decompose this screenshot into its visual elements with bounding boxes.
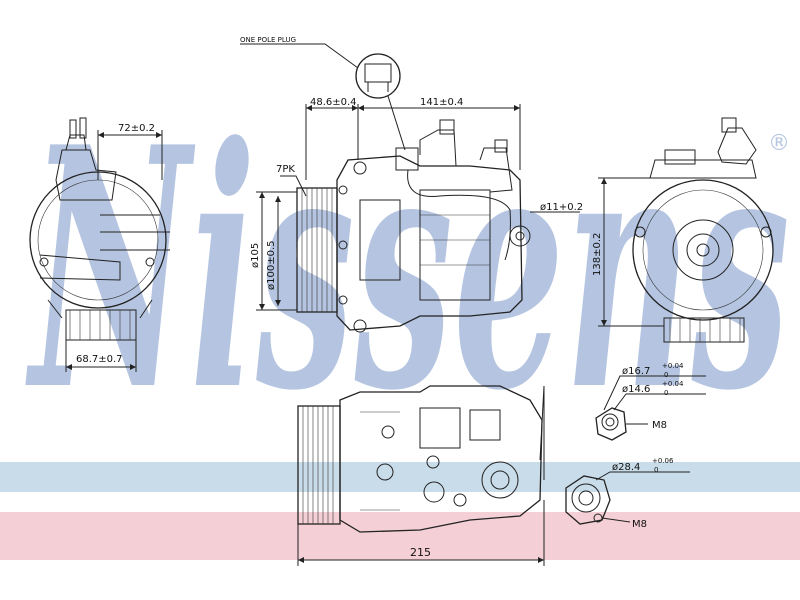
dim-14-6: ø14.6 [622, 384, 650, 395]
dim-100: ø100±0.5 [266, 241, 277, 291]
dim-11: ø11+0.2 [540, 202, 583, 213]
watermark-trademark: ® [768, 131, 790, 156]
label-7pk: 7PK [276, 164, 295, 175]
label-m8-upper: M8 [652, 420, 667, 431]
watermark-text: Nissens [25, 75, 790, 463]
dim-105: ø105 [250, 243, 261, 268]
dim-68-7: 68.7±0.7 [76, 354, 123, 365]
dim-28-4-tol-upper: +0.06 [652, 457, 674, 465]
fitting-detail-upper: ø16.7 +0.04 0 ø14.6 +0.04 0 M8 [595, 362, 706, 441]
side-view-right: 138±0.2 [592, 117, 774, 343]
label-m8-lower: M8 [632, 519, 647, 530]
dim-14-6-tol-lower: 0 [664, 389, 668, 397]
stripe-pink [0, 512, 800, 560]
front-view: ONE POLE PLUG 48.6±0.4 141±0.4 7PK ø105 … [240, 36, 583, 333]
dim-28-4: ø28.4 [612, 462, 640, 473]
dim-141: 141±0.4 [420, 97, 463, 108]
label-plug: ONE POLE PLUG [240, 36, 296, 44]
dim-215: 215 [410, 546, 431, 559]
dim-138: 138±0.2 [592, 233, 603, 276]
dim-72: 72±0.2 [118, 123, 155, 134]
watermark-logo: Nissens ® [25, 75, 790, 463]
side-view-left: 72±0.2 68.7±0.7 [29, 117, 170, 372]
dim-16-7: ø16.7 [622, 366, 650, 377]
dim-48-6: 48.6±0.4 [310, 97, 357, 108]
dim-28-4-tol-lower: 0 [654, 466, 658, 474]
dim-16-7-tol-lower: 0 [664, 371, 668, 379]
dim-14-6-tol-upper: +0.04 [662, 380, 684, 388]
bottom-view: 215 [297, 385, 545, 566]
dim-16-7-tol-upper: +0.04 [662, 362, 684, 370]
fitting-detail-lower: ø28.4 +0.06 0 M8 [565, 457, 690, 530]
stripe-blue [0, 462, 800, 492]
